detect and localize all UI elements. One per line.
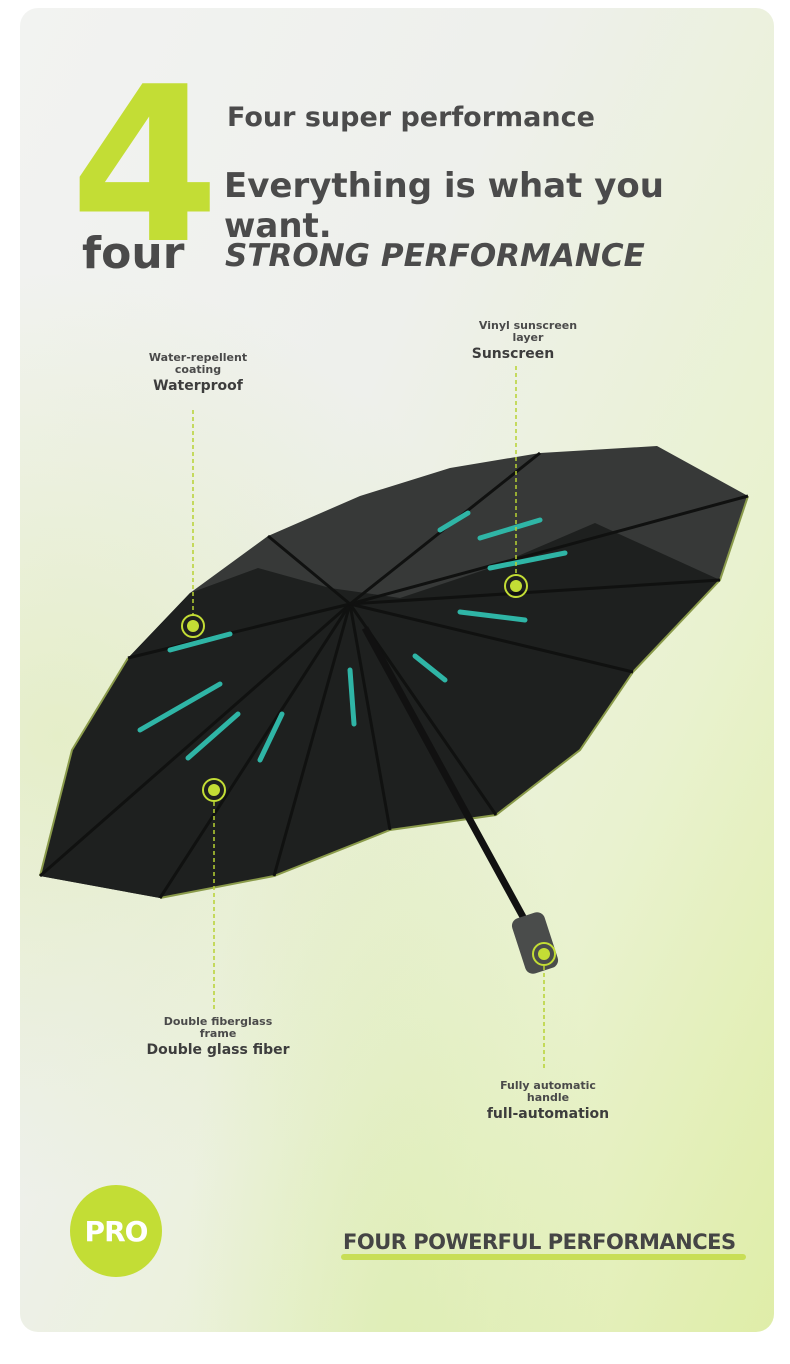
headline-line-2: Everything is what you want. xyxy=(224,166,664,246)
callout-glassfiber: Double fiberglass frame Double glass fib… xyxy=(138,1015,298,1059)
callout-automatic: Fully automatic handle full-automation xyxy=(468,1079,628,1123)
callout-automatic-label: full-automation xyxy=(486,1106,610,1122)
callout-waterproof: Water-repellent coating Waterproof xyxy=(123,351,273,395)
fiberglass-segments xyxy=(137,510,568,763)
product-card: 4 four Four super performance Everything… xyxy=(20,8,774,1332)
callout-glassfiber-label: Double glass fiber xyxy=(146,1042,290,1058)
callout-waterproof-label: Waterproof xyxy=(153,378,243,394)
footer-underline xyxy=(341,1254,746,1260)
umbrella-handle xyxy=(511,912,559,974)
callout-sunscreen-label: Sunscreen xyxy=(471,346,555,362)
callout-dots xyxy=(181,574,556,966)
umbrella-shaft xyxy=(361,626,532,928)
headline-line-3: STRONG PERFORMANCE xyxy=(225,238,645,274)
footer-title: FOUR POWERFUL PERFORMANCES xyxy=(343,1230,736,1254)
big-number-four: 4 xyxy=(70,40,220,291)
umbrella-ribs xyxy=(39,451,749,899)
callout-sunscreen-detail: Vinyl sunscreen layer xyxy=(478,319,578,344)
callout-automatic-detail: Fully automatic handle xyxy=(500,1079,596,1104)
pro-badge: PRO xyxy=(70,1185,162,1277)
callout-lines xyxy=(192,366,545,1070)
callout-sunscreen: Vinyl sunscreen layer Sunscreen xyxy=(453,319,603,363)
umbrella-illustration xyxy=(39,366,749,1070)
number-word: four xyxy=(82,228,185,279)
headline-line-1: Four super performance xyxy=(227,102,595,133)
callout-waterproof-detail: Water-repellent coating xyxy=(148,351,248,376)
umbrella-edge xyxy=(39,495,749,899)
callout-glassfiber-detail: Double fiberglass frame xyxy=(163,1015,273,1040)
umbrella-canopy-under xyxy=(40,523,720,898)
pro-badge-label: PRO xyxy=(84,1214,149,1248)
